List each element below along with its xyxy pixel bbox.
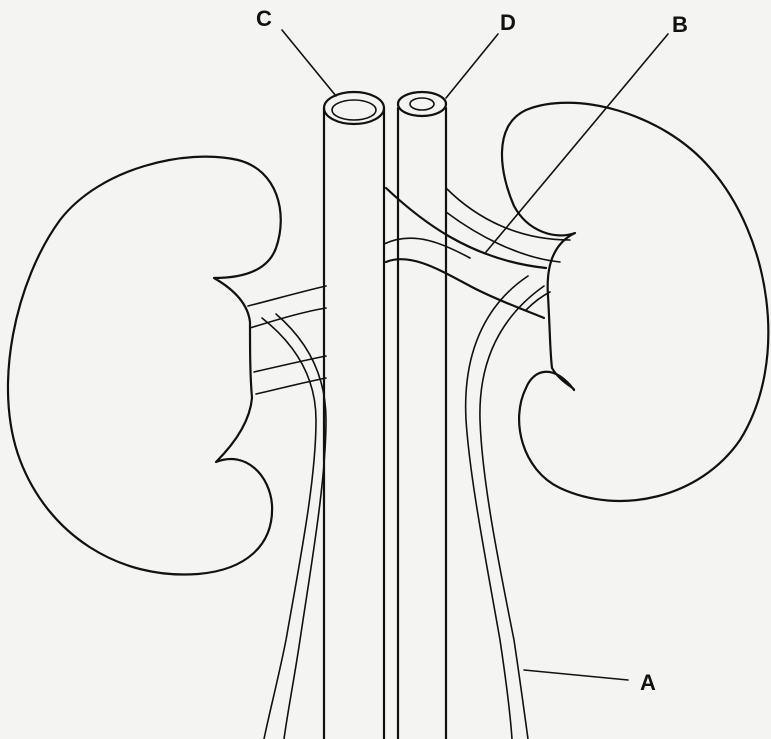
label-a: A: [640, 670, 656, 695]
aorta-lumen: [332, 100, 376, 120]
left-ureter-inner: [276, 314, 326, 739]
label-c-leader: [282, 30, 336, 96]
right-ureter-connector: [526, 292, 550, 310]
label-b: B: [672, 12, 688, 37]
vena-cava-lumen: [410, 98, 434, 110]
label-c: C: [256, 6, 272, 31]
left-kidney: [8, 157, 281, 575]
right-renal-artery-upper: [446, 188, 570, 240]
label-d: D: [500, 10, 516, 35]
renal-vein-crossing-lower: [386, 259, 544, 318]
vena-cava-opening: [398, 92, 446, 116]
label-b-leader: [486, 34, 668, 252]
left-renal-vessel-upper: [248, 286, 326, 306]
label-d-leader: [446, 34, 498, 98]
right-kidney: [502, 103, 768, 501]
left-renal-vessel-lower-edge: [256, 378, 326, 394]
label-a-leader: [524, 670, 628, 680]
